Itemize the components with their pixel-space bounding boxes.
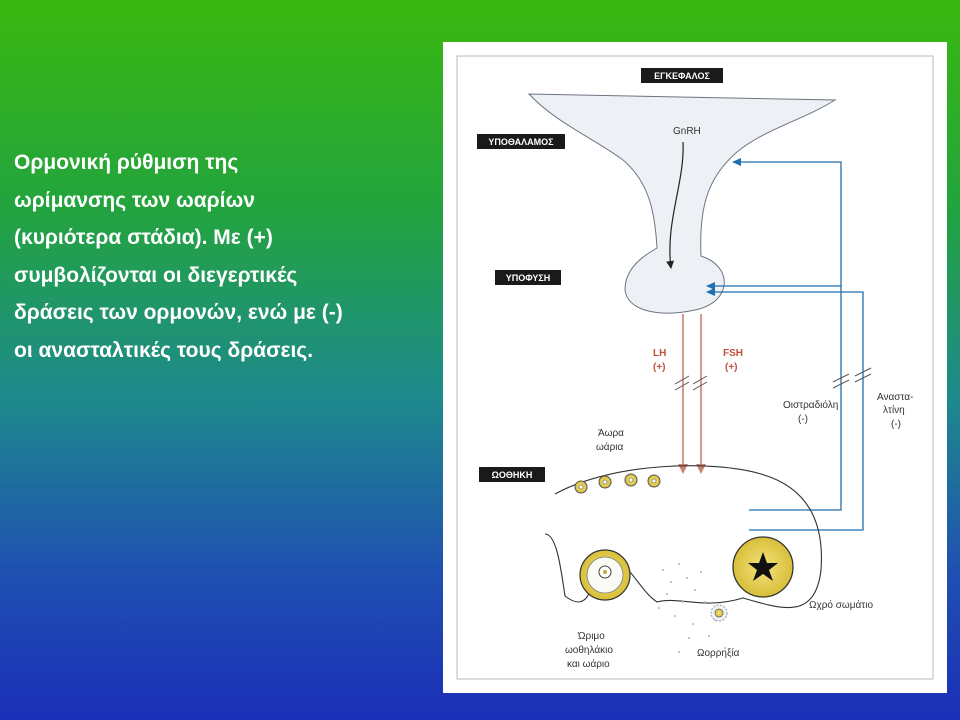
brain-tag: ΕΓΚΕΦΑΛΟΣ — [641, 68, 723, 83]
hormone-break-marks — [674, 375, 708, 391]
gnrh-label: GnRH — [673, 126, 701, 137]
caption-line: Ορμονική ρύθμιση της — [14, 151, 239, 174]
caption-line: οι ανασταλτικές τους δράσεις. — [14, 338, 314, 362]
caption-text: Ορμονική ρύθμιση της ωρίμανσης των ωαρίω… — [14, 144, 439, 369]
lh-label: LH — [653, 348, 666, 359]
ovulation-label: Ωορρηξία — [697, 647, 740, 659]
svg-text:ΥΠΟΦΥΣΗ: ΥΠΟΦΥΣΗ — [506, 273, 551, 283]
mature-follicle-label-2: ωοθηλάκιο — [565, 644, 613, 656]
estradiol-feedback-arrow — [706, 158, 842, 511]
caption-line: δράσεις των ορμονών, ενώ με (-) — [14, 301, 343, 324]
pituitary-shape — [527, 93, 837, 314]
svg-text:ΕΓΚΕΦΑΛΟΣ: ΕΓΚΕΦΑΛΟΣ — [654, 71, 710, 81]
immature-eggs-label-2: ωάρια — [596, 441, 623, 453]
diagram-card: ΕΓΚΕΦΑΛΟΣ ΥΠΟΘΑΛΑΜΟΣ ΥΠΟΦΥΣΗ ΩΟΘΗΚΗ GnRH — [443, 42, 947, 693]
mature-follicle-label-1: Ώριμο — [577, 631, 605, 642]
mature-follicle — [579, 549, 631, 601]
gnrh-arrow — [666, 141, 684, 269]
immature-follicle — [647, 474, 661, 488]
immature-follicle — [598, 475, 612, 489]
hypothalamus-tag: ΥΠΟΘΑΛΑΜΟΣ — [477, 134, 565, 149]
fsh-arrow — [696, 314, 706, 474]
inner-frame — [456, 55, 934, 680]
lh-arrow — [678, 314, 688, 474]
estradiol-sign: (-) — [798, 414, 808, 425]
hormone-diagram: ΕΓΚΕΦΑΛΟΣ ΥΠΟΘΑΛΑΜΟΣ ΥΠΟΦΥΣΗ ΩΟΘΗΚΗ GnRH — [456, 55, 934, 680]
mature-follicle-label-3: και ωάριο — [567, 658, 610, 670]
svg-text:ΥΠΟΘΑΛΑΜΟΣ: ΥΠΟΘΑΛΑΜΟΣ — [488, 137, 554, 147]
corpus-luteum — [732, 536, 794, 598]
fsh-sign: (+) — [725, 362, 738, 373]
inhibin-label-2: λτίνη — [883, 404, 905, 416]
fsh-label: FSH — [723, 348, 743, 359]
inhibin-sign: (-) — [891, 419, 901, 430]
immature-follicle — [574, 480, 588, 494]
inhibin-label-1: Αναστα- — [877, 392, 913, 403]
released-ovum — [710, 604, 728, 622]
caption-line: συμβολίζονται οι διεγερτικές — [14, 263, 298, 287]
ovary-tag: ΩΟΘΗΚΗ — [479, 467, 545, 482]
pituitary-tag: ΥΠΟΦΥΣΗ — [495, 270, 561, 285]
svg-text:ΩΟΘΗΚΗ: ΩΟΘΗΚΗ — [492, 470, 533, 480]
caption-line: ωρίμανσης των ωαρίων — [14, 188, 255, 212]
star-icon — [748, 552, 778, 581]
lh-sign: (+) — [653, 362, 666, 373]
ovary-outline — [544, 465, 823, 609]
immature-eggs-label-1: Άωρα — [598, 428, 624, 439]
immature-follicle — [624, 473, 638, 487]
inhibin-feedback-arrow — [706, 288, 864, 531]
caption-line: (κυριότερα στάδια). Με (+) — [14, 226, 273, 249]
ovulation-release — [657, 562, 727, 656]
feedback-break-marks — [832, 367, 872, 389]
estradiol-label: Οιστραδιόλη — [783, 399, 838, 411]
corpus-luteum-label: Ωχρό σωμάτιο — [809, 599, 873, 611]
